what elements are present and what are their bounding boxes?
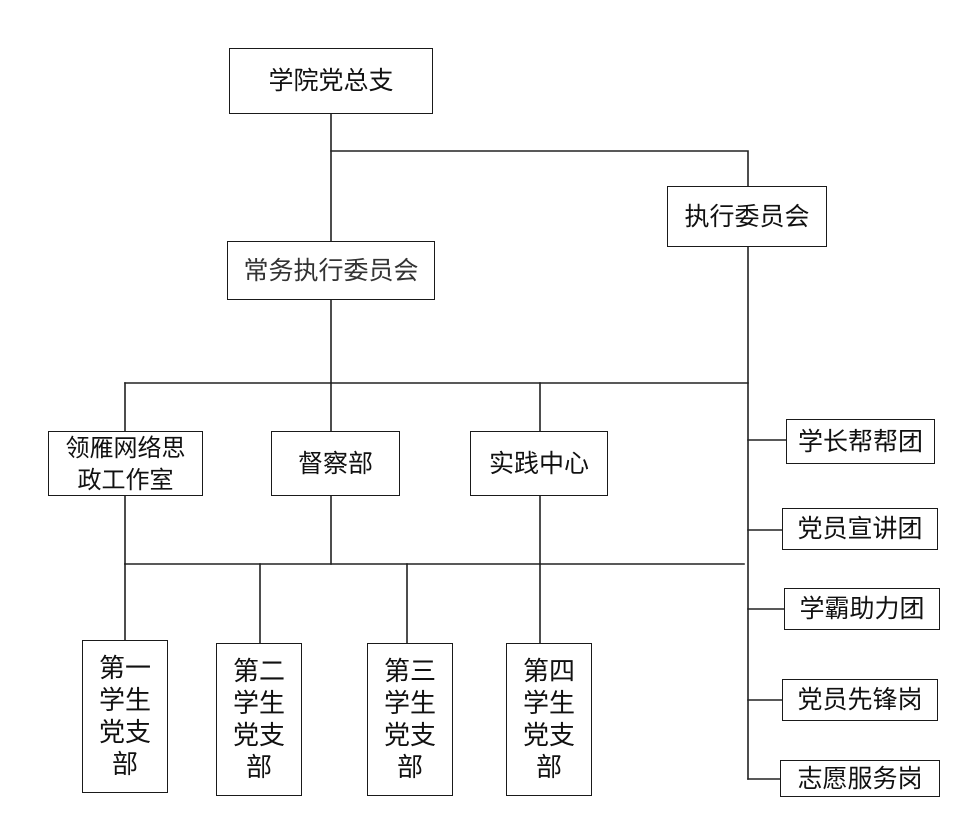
node-lecture-group: 党员宣讲团: [782, 508, 938, 550]
node-branch-1: 第一 学生 党支 部: [82, 640, 168, 793]
node-studio: 领雁网络思 政工作室: [48, 431, 203, 496]
connector-root-executive: [330, 150, 749, 187]
node-mentor-group: 学长帮帮团: [786, 419, 935, 464]
node-root: 学院党总支: [229, 48, 433, 114]
node-branch-2: 第二 学生 党支 部: [216, 643, 302, 796]
node-executive-committee: 执行委员会: [667, 186, 827, 247]
node-branch-3: 第三 学生 党支 部: [367, 643, 453, 796]
node-supervision: 督察部: [271, 431, 400, 496]
node-tutor-group: 学霸助力团: [784, 588, 940, 630]
node-branch-4: 第四 学生 党支 部: [506, 643, 592, 796]
node-practice-center: 实践中心: [470, 431, 608, 496]
node-standing-committee: 常务执行委员会: [227, 241, 435, 300]
node-volunteer-post: 志愿服务岗: [780, 760, 940, 797]
node-pioneer-post: 党员先锋岗: [782, 679, 938, 721]
